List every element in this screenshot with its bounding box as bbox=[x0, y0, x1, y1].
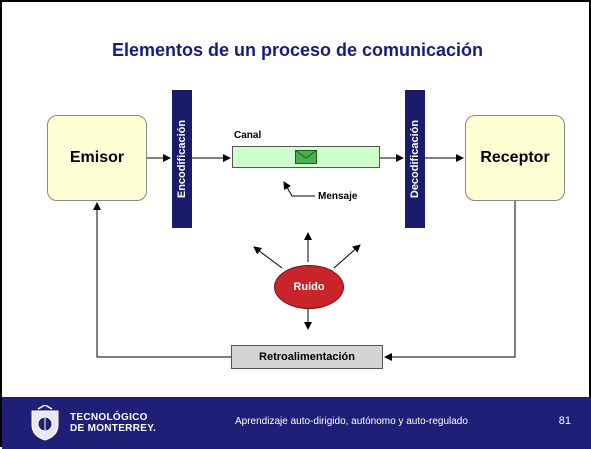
tec-monterrey-emblem-icon bbox=[31, 405, 59, 441]
retroalimentacion-node: Retroalimentación bbox=[231, 345, 383, 369]
footer-bar: TECNOLÓGICO DE MONTERREY. Aprendizaje au… bbox=[2, 397, 591, 449]
envelope-icon bbox=[295, 150, 317, 164]
encodificacion-label: Encodificación bbox=[176, 119, 188, 199]
ruido-arrow-upright bbox=[333, 244, 361, 269]
mensaje-pointer bbox=[283, 181, 315, 197]
canal-bar bbox=[232, 146, 380, 168]
ruido-arrow-upleft bbox=[253, 246, 283, 269]
encodificacion-bar: Encodificación bbox=[172, 90, 192, 228]
logo-line-2: DE MONTERREY. bbox=[70, 423, 157, 434]
decodificacion-bar: Decodificación bbox=[405, 90, 425, 228]
logo-line-1: TECNOLÓGICO bbox=[70, 412, 148, 423]
canal-label: Canal bbox=[234, 130, 262, 141]
emisor-node: Emisor bbox=[47, 115, 147, 201]
page-number: 81 bbox=[558, 415, 571, 427]
logo-text: TECNOLÓGICO DE MONTERREY. bbox=[70, 412, 156, 434]
decodificacion-label: Decodificación bbox=[409, 119, 421, 199]
feedback-line-emisor bbox=[93, 202, 231, 358]
receptor-node: Receptor bbox=[465, 115, 565, 201]
mensaje-label: Mensaje bbox=[318, 191, 358, 202]
ruido-node: Ruido bbox=[274, 265, 344, 309]
feedback-line-receptor bbox=[384, 201, 516, 361]
slide-title: Elementos de un proceso de comunicación bbox=[111, 40, 484, 60]
footer-subtitle: Aprendizaje auto-dirigido, autónomo y au… bbox=[235, 416, 468, 427]
